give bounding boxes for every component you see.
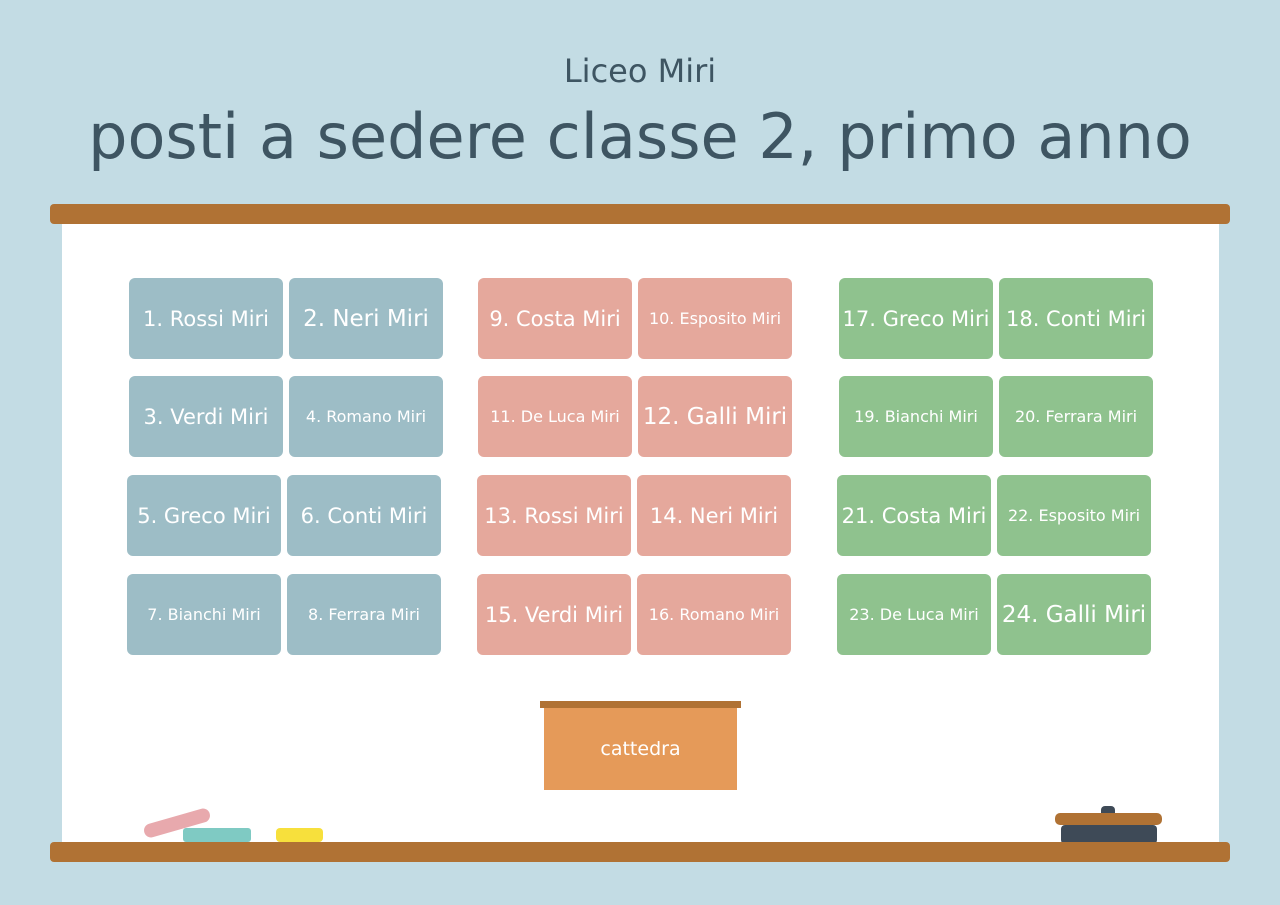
desk-8[interactable]: 8. Ferrara Miri — [287, 574, 441, 655]
desk-24[interactable]: 24. Galli Miri — [997, 574, 1151, 655]
board-top-rail — [50, 204, 1230, 224]
desk-23[interactable]: 23. De Luca Miri — [837, 574, 991, 655]
desk-14[interactable]: 14. Neri Miri — [637, 475, 791, 556]
desk-6[interactable]: 6. Conti Miri — [287, 475, 441, 556]
desk-12[interactable]: 12. Galli Miri — [638, 376, 792, 457]
desk-7[interactable]: 7. Bianchi Miri — [127, 574, 281, 655]
desk-15[interactable]: 15. Verdi Miri — [477, 574, 631, 655]
page-title: posti a sedere classe 2, primo anno — [88, 100, 1192, 173]
desk-19[interactable]: 19. Bianchi Miri — [839, 376, 993, 457]
school-name: Liceo Miri — [563, 52, 717, 90]
teacher-desk-top — [540, 701, 741, 708]
eraser-band — [1055, 813, 1162, 825]
desk-13[interactable]: 13. Rossi Miri — [477, 475, 631, 556]
desk-4[interactable]: 4. Romano Miri — [289, 376, 443, 457]
eraser-base — [1061, 825, 1157, 844]
desk-1[interactable]: 1. Rossi Miri — [129, 278, 283, 359]
desk-21[interactable]: 21. Costa Miri — [837, 475, 991, 556]
teacher-desk[interactable]: cattedra — [544, 708, 737, 790]
desk-3[interactable]: 3. Verdi Miri — [129, 376, 283, 457]
board-bottom-rail — [50, 842, 1230, 862]
chalk-icon — [276, 828, 323, 842]
desk-22[interactable]: 22. Esposito Miri — [997, 475, 1151, 556]
desk-9[interactable]: 9. Costa Miri — [478, 278, 632, 359]
desk-5[interactable]: 5. Greco Miri — [127, 475, 281, 556]
desk-10[interactable]: 10. Esposito Miri — [638, 278, 792, 359]
chalk-icon — [183, 828, 251, 842]
desk-2[interactable]: 2. Neri Miri — [289, 278, 443, 359]
desk-20[interactable]: 20. Ferrara Miri — [999, 376, 1153, 457]
desk-18[interactable]: 18. Conti Miri — [999, 278, 1153, 359]
desk-11[interactable]: 11. De Luca Miri — [478, 376, 632, 457]
desk-17[interactable]: 17. Greco Miri — [839, 278, 993, 359]
desk-16[interactable]: 16. Romano Miri — [637, 574, 791, 655]
